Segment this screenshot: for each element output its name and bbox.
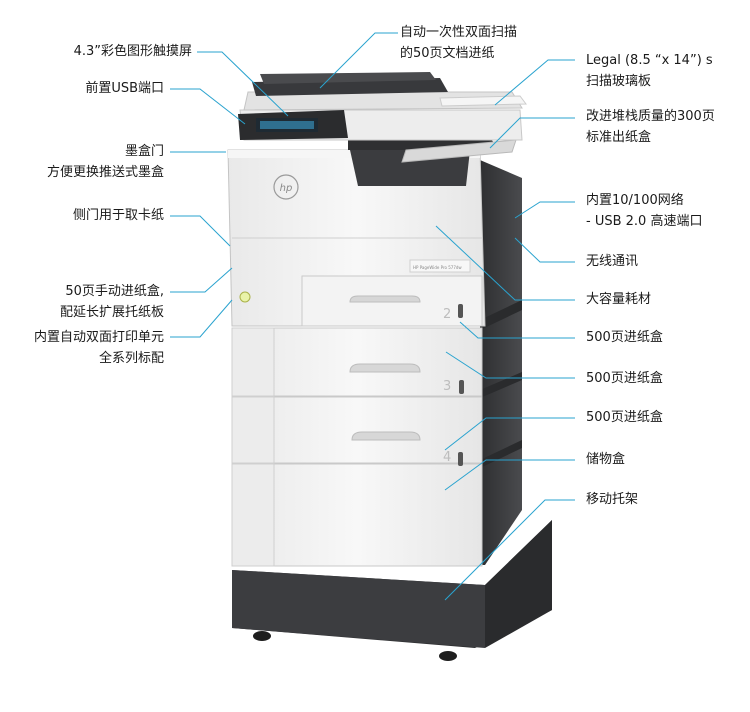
callout-manual-feed-tray-line-1: 50页手动进纸盒, (65, 284, 164, 299)
callout-output-tray: 改进堆栈质量的300页 标准出纸盒 (586, 106, 715, 148)
leader-lines (170, 32, 575, 601)
callout-front-usb: 前置USB端口 (85, 78, 164, 99)
svg-text:hp: hp (280, 183, 293, 194)
callout-manual-feed-tray: 50页手动进纸盒, 配延长扩展托纸板 (60, 281, 164, 323)
callout-cartridge-door-line-1: 墨盒门 (124, 144, 164, 159)
callout-high-capacity-supplies: 大容量耗材 (586, 289, 651, 310)
callout-cartridge-door-line-2: 方便更换推送式墨盒 (46, 165, 164, 180)
callout-cartridge-door: 墨盒门 方便更换推送式墨盒 (47, 141, 164, 183)
callout-manual-feed-tray-line-2: 配延长扩展托纸板 (59, 305, 164, 320)
callout-tray-500-c: 500页进纸盒 (586, 407, 663, 428)
callout-side-door-line-1: 侧门用于取卡纸 (72, 208, 164, 223)
callout-wireless-line-1: 无线通讯 (586, 254, 639, 269)
callout-output-tray-line-2: 标准出纸盒 (586, 130, 652, 145)
callout-adf-line-2: 的50页文档进纸 (400, 46, 495, 61)
callout-touchscreen: 4.3”彩色图形触摸屏 (74, 41, 192, 62)
tray-3-body (231, 327, 483, 397)
callout-tray-500-b-line-1: 500页进纸盒 (586, 371, 663, 386)
callout-scan-glass-line-1: Legal (8.5 “x 14”) s (586, 53, 713, 68)
callout-duplex-unit-line-2: 全系列标配 (98, 351, 164, 366)
callout-tray-500-a-line-1: 500页进纸盒 (586, 330, 663, 345)
callout-storage-cabinet-line-1: 储物盒 (586, 452, 626, 467)
callout-adf: 自动一次性双面扫描 的50页文档进纸 (400, 22, 517, 64)
callout-network-usb-line-1: 内置10/100网络 (586, 193, 684, 208)
callout-scan-glass-line-2: 扫描玻璃板 (586, 74, 652, 89)
callout-tray-500-a: 500页进纸盒 (586, 327, 663, 348)
callout-side-door: 侧门用于取卡纸 (73, 205, 164, 226)
callout-touchscreen-line-1: 4.3”彩色图形触摸屏 (73, 44, 192, 59)
callout-tray-500-c-line-1: 500页进纸盒 (586, 410, 663, 425)
tray-number-3: 3 (443, 379, 451, 394)
tray-4-body (231, 396, 483, 466)
control-panel (238, 110, 348, 140)
callout-wireless: 无线通讯 (586, 251, 638, 272)
printer-main-body: hp HP PageWide Pro 577dw (227, 149, 486, 327)
tray-number-2: 2 (443, 307, 451, 322)
callout-network-usb: 内置10/100网络 - USB 2.0 高速端口 (586, 190, 702, 232)
callout-storage-cabinet: 储物盒 (586, 449, 625, 470)
model-label: HP PageWide Pro 577dw (413, 265, 462, 270)
callout-mobile-cart-line-1: 移动托架 (586, 492, 639, 507)
callout-front-usb-line-1: 前置USB端口 (85, 81, 164, 96)
output-tray (348, 138, 517, 186)
callout-adf-line-1: 自动一次性双面扫描 (400, 25, 518, 40)
callout-duplex-unit-line-1: 内置自动双面打印单元 (33, 330, 164, 345)
callout-tray-500-b: 500页进纸盒 (586, 368, 663, 389)
tray-number-4: 4 (443, 450, 451, 465)
callout-high-capacity-supplies-line-1: 大容量耗材 (586, 292, 652, 307)
storage-cabinet-body (231, 463, 483, 567)
callout-output-tray-line-1: 改进堆栈质量的300页 (586, 109, 715, 124)
callout-scan-glass: Legal (8.5 “x 14”) s 扫描玻璃板 (586, 50, 713, 92)
callout-mobile-cart: 移动托架 (586, 489, 638, 510)
printer-side-panel (480, 160, 522, 565)
callout-network-usb-line-2: - USB 2.0 高速端口 (586, 214, 703, 229)
mobile-cart (232, 520, 552, 661)
callout-duplex-unit: 内置自动双面打印单元 全系列标配 (34, 327, 164, 369)
